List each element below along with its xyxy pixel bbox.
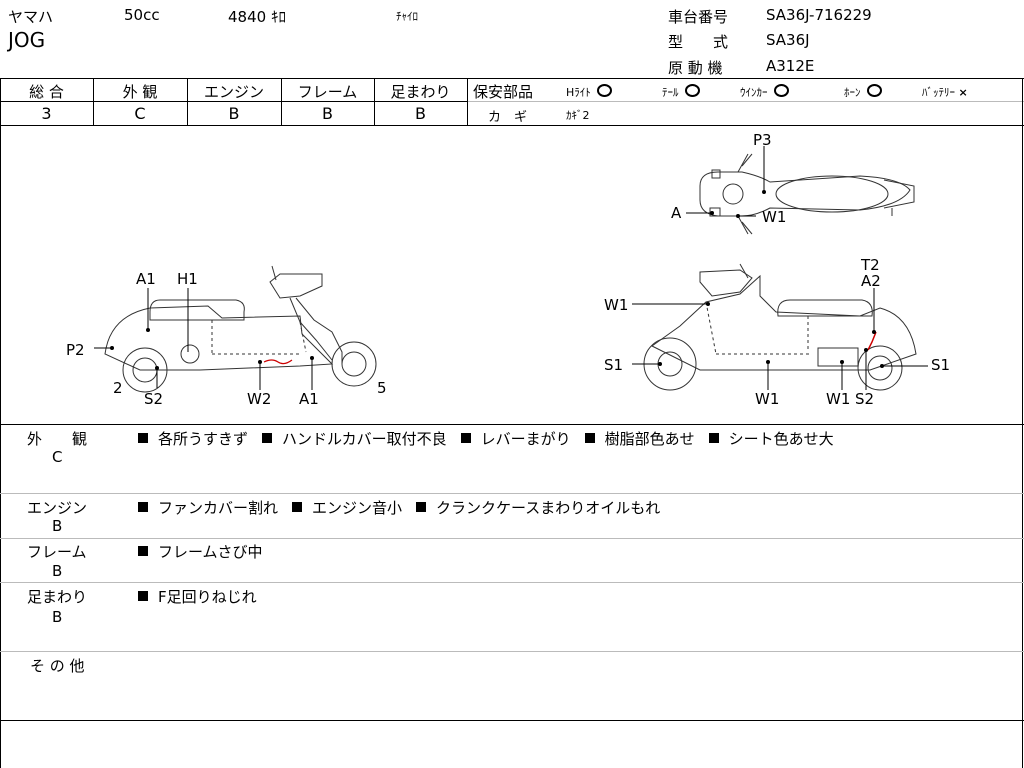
grade-label-total: 総 合 <box>29 83 64 101</box>
safety-title: 保安部品 <box>473 83 534 101</box>
bullet-square-icon <box>584 433 595 443</box>
bullet-square-icon <box>262 433 273 443</box>
label-a1-bottom: A1 <box>299 390 319 408</box>
bullet-square-icon <box>708 433 719 443</box>
label-t2: T2 <box>861 256 880 274</box>
remark-items-frame: フレームさび中 <box>138 541 277 562</box>
remark-category-suspension: 足まわり <box>27 588 88 606</box>
grade-label-frame: フレーム <box>297 83 358 101</box>
scooter-top-view <box>699 153 915 235</box>
maker: ヤマハ <box>8 8 54 26</box>
label-s2-left: S2 <box>144 390 164 408</box>
label-s1-front: S1 <box>604 356 624 374</box>
label-p3: P3 <box>753 131 772 149</box>
bullet-square-icon <box>138 546 148 556</box>
key-label: カ ギ <box>488 110 528 125</box>
ok-circle-icon <box>596 84 612 97</box>
label-w1-bottom: W1 <box>755 390 780 408</box>
grade-frame: B <box>322 104 333 123</box>
remark-category-exterior: 外 観 <box>27 430 88 448</box>
safety-headlight: Hﾗｲﾄ <box>566 84 612 100</box>
label-w1-right: W1 <box>604 296 629 314</box>
grade-exterior: C <box>134 104 146 123</box>
bullet-square-icon <box>416 502 427 512</box>
bullet-square-icon <box>138 433 148 443</box>
bullet-square-icon <box>460 433 471 443</box>
remark-category-other: そ の 他 <box>30 657 85 675</box>
displacement: 50cc <box>124 6 160 24</box>
remark-grade-frame: B <box>52 562 63 580</box>
color: ﾁｬｲﾛ <box>396 10 418 23</box>
safety-winker: ｳｲﾝｶｰ <box>740 84 789 100</box>
label-a-top: A <box>671 204 682 222</box>
label-a2: A2 <box>861 272 881 290</box>
label-2: 2 <box>113 379 123 397</box>
label-h1: H1 <box>177 270 198 288</box>
mileage: 4840 ｷﾛ <box>228 8 286 26</box>
label-p2: P2 <box>66 341 85 359</box>
label-w1-top: W1 <box>762 208 787 226</box>
scooter-diagram <box>94 146 928 393</box>
grade-total: 3 <box>41 104 52 123</box>
safety-horn: ﾎｰﾝ <box>844 84 882 100</box>
label-5: 5 <box>377 379 387 397</box>
frame-no: SA36J-716229 <box>766 6 872 24</box>
bullet-square-icon <box>138 591 148 601</box>
safety-tail: ﾃｰﾙ <box>662 84 700 100</box>
scooter-left-view <box>104 265 377 393</box>
remark-items-engine: ファンカバー割れ エンジン音小 クランクケースまわりオイルもれ <box>138 497 674 518</box>
label-w1-bottom2: W1 <box>826 390 851 408</box>
grade-engine: B <box>228 104 240 123</box>
remark-items-suspension: F足回りねじれ <box>138 586 271 607</box>
bullet-square-icon <box>138 502 148 512</box>
grade-label-exterior: 外 観 <box>122 83 158 101</box>
label-s2-right: S2 <box>855 390 875 408</box>
remark-grade-engine: B <box>52 517 63 535</box>
model-name: JOG <box>8 28 46 52</box>
type-label: 型 式 <box>668 33 729 51</box>
remark-grade-suspension: B <box>52 608 63 626</box>
remark-grade-exterior: C <box>52 448 63 466</box>
engine-label: 原 動 機 <box>668 59 723 77</box>
ok-circle-icon <box>866 84 882 97</box>
frame-no-label: 車台番号 <box>668 8 729 26</box>
scooter-right-view <box>643 263 917 391</box>
ok-circle-icon <box>684 84 700 97</box>
remark-category-frame: フレーム <box>27 543 87 561</box>
key-value: ｶｷﾞ2 <box>566 109 590 122</box>
engine-value: A312E <box>766 57 815 75</box>
safety-battery: ﾊﾞｯﾃﾘｰ × <box>922 86 968 99</box>
grade-label-suspension: 足まわり <box>390 83 451 101</box>
bullet-square-icon <box>292 502 303 512</box>
remark-items-exterior: 各所うすきず ハンドルカバー取付不良 レバーまがり 樹脂部色あせ シート色あせ大 <box>138 428 848 449</box>
ng-cross-icon: × <box>958 86 968 99</box>
ok-circle-icon <box>773 84 789 97</box>
grade-label-engine: エンジン <box>203 83 264 101</box>
label-w2: W2 <box>247 390 272 408</box>
label-s1-rear: S1 <box>931 356 951 374</box>
grade-suspension: B <box>415 104 426 123</box>
remark-category-engine: エンジン <box>27 499 88 517</box>
type-value: SA36J <box>766 31 810 49</box>
label-a1-left: A1 <box>136 270 156 288</box>
